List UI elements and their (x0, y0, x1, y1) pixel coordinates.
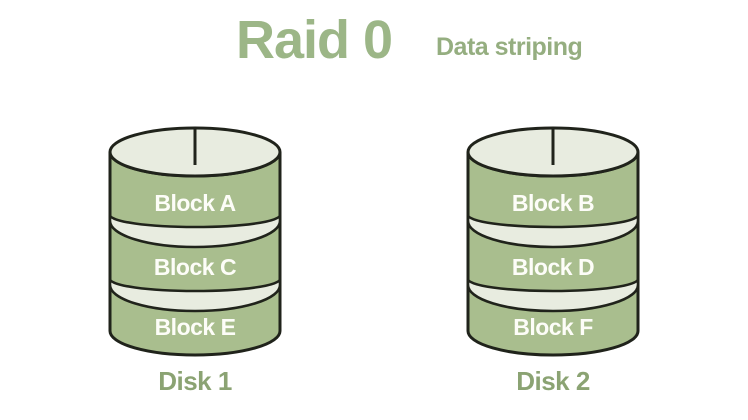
cylinder-separator-ring (108, 278, 282, 313)
cylinder-separator-ring (466, 214, 640, 249)
disk-2-cylinder: Block B Block D Block F (458, 122, 648, 357)
block-label: Block A (154, 190, 235, 216)
block-label: Block E (155, 314, 236, 340)
cylinder-separator-ring (108, 214, 282, 249)
cylinder-separator-ring (466, 278, 640, 313)
disk-1-cylinder-drawing: Block A Block C Block E (108, 126, 282, 357)
page-subtitle: Data striping (436, 33, 583, 61)
block-label: Block C (154, 254, 236, 280)
block-label: Block F (513, 314, 593, 340)
page-title: Raid 0 (236, 10, 393, 70)
disk-1-label: Disk 1 (158, 366, 232, 396)
disk-2-label: Disk 2 (516, 366, 590, 396)
disk-2-cylinder-drawing: Block B Block D Block F (466, 126, 640, 357)
disk-1-cylinder: Block A Block C Block E (100, 122, 290, 357)
block-label: Block B (512, 190, 594, 216)
block-label: Block D (512, 254, 594, 280)
